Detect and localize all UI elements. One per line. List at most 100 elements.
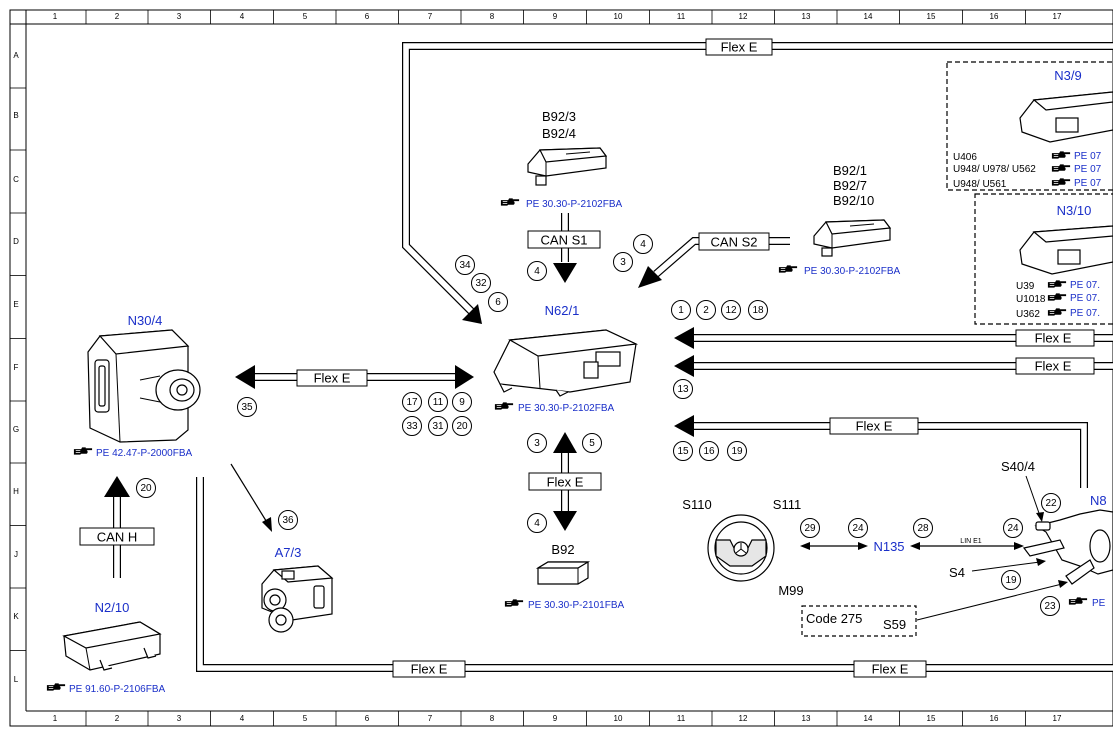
callout-c4a: 4 xyxy=(633,234,653,254)
a7-3-device xyxy=(261,565,334,633)
grid-row-label: B xyxy=(13,111,18,120)
grid-column-label: 1 xyxy=(53,12,58,21)
n30-4-label: N30/4 xyxy=(128,313,163,328)
grid-column-label: 9 xyxy=(553,12,558,21)
svg-text:11: 11 xyxy=(433,397,444,408)
svg-text:33: 33 xyxy=(406,421,418,432)
svg-text:13: 13 xyxy=(677,384,689,395)
n8-label: N8 xyxy=(1090,493,1107,508)
n3-9-ref-1[interactable]: PE 07 xyxy=(1051,150,1102,162)
code-275-box xyxy=(801,605,917,637)
grid-column-label: 16 xyxy=(990,12,999,21)
b92-1-ref[interactable]: PE 30.30-P-2102FBA xyxy=(778,264,901,277)
grid-column-label: 9 xyxy=(553,714,558,723)
b92-3-label: B92/3 xyxy=(542,109,576,124)
svg-text:PE 30.30-P-2102FBA: PE 30.30-P-2102FBA xyxy=(526,199,622,210)
ref-hand-icon xyxy=(778,264,798,274)
n3-10-u2: U1018 xyxy=(1016,294,1046,305)
b92-3-ref[interactable]: PE 30.30-P-2102FBA xyxy=(500,197,623,210)
svg-text:Flex E: Flex E xyxy=(721,40,758,55)
callout-c2: 2 xyxy=(696,300,716,320)
code-275-label: Code 275 xyxy=(806,611,862,626)
callout-c3b: 3 xyxy=(527,433,547,453)
grid-column-label: 12 xyxy=(739,714,748,723)
svg-text:PE 07: PE 07 xyxy=(1074,164,1102,175)
svg-text:3: 3 xyxy=(620,257,626,268)
grid-column-label: 14 xyxy=(864,714,873,723)
ref-hand-icon xyxy=(504,598,524,608)
grid-column-label: 4 xyxy=(240,714,245,723)
n3-9-ref-3[interactable]: PE 07 xyxy=(1051,177,1102,189)
svg-text:PE 07.: PE 07. xyxy=(1070,308,1100,319)
b92-10-label: B92/10 xyxy=(833,193,874,208)
svg-text:PE 07.: PE 07. xyxy=(1070,280,1100,291)
n3-10-ref-2[interactable]: PE 07. xyxy=(1047,292,1100,304)
callout-c24a: 24 xyxy=(848,518,868,538)
svg-text:28: 28 xyxy=(917,523,929,534)
n3-10-ref-3[interactable]: PE 07. xyxy=(1047,307,1100,319)
svg-text:PE 30.30-P-2102FBA: PE 30.30-P-2102FBA xyxy=(804,266,900,277)
n2-10-device xyxy=(62,621,162,671)
svg-text:4: 4 xyxy=(534,518,540,529)
n2-10-ref[interactable]: PE 91.60-P-2106FBA xyxy=(46,682,166,695)
b92-label: B92 xyxy=(551,542,574,557)
ref-hand-icon xyxy=(46,682,66,692)
callout-c11: 11 xyxy=(428,392,448,412)
steering-n135-arrow xyxy=(800,542,1024,550)
lin-e1-label: LIN E1 xyxy=(960,538,982,545)
svg-text:16: 16 xyxy=(703,446,715,457)
svg-text:PE 30.30-P-2101FBA: PE 30.30-P-2101FBA xyxy=(528,600,624,611)
n30-4-to-a7-3-line xyxy=(230,463,272,532)
n3-10-group-box xyxy=(974,193,1113,325)
ref-hand-icon xyxy=(494,401,514,411)
grid-column-label: 15 xyxy=(927,714,936,723)
n62-1-device xyxy=(493,329,639,397)
grid-column-label: 13 xyxy=(802,714,811,723)
n3-10-u3: U362 xyxy=(1016,309,1040,320)
svg-text:PE 07: PE 07 xyxy=(1074,178,1102,189)
n30-4-ref[interactable]: PE 42.47-P-2000FBA xyxy=(73,446,193,459)
flex-e-middle-label: Flex E xyxy=(296,369,368,387)
svg-text:19: 19 xyxy=(731,446,743,457)
n62-1-ref[interactable]: PE 30.30-P-2102FBA xyxy=(494,401,615,414)
m99-label: M99 xyxy=(778,583,803,598)
callout-c34: 34 xyxy=(455,255,475,275)
svg-text:22: 22 xyxy=(1045,498,1057,509)
grid-column-label: 17 xyxy=(1053,12,1062,21)
callout-c19a: 19 xyxy=(727,441,747,461)
callout-c20a: 20 xyxy=(452,416,472,436)
grid-row-label: L xyxy=(14,675,19,684)
svg-text:Flex E: Flex E xyxy=(872,662,909,677)
callout-c36: 36 xyxy=(278,510,298,530)
b92-ref[interactable]: PE 30.30-P-2101FBA xyxy=(504,598,625,611)
callout-c18: 18 xyxy=(748,300,768,320)
svg-text:PE 42.47-P-2000FBA: PE 42.47-P-2000FBA xyxy=(96,448,192,459)
grid-column-label: 7 xyxy=(428,714,433,723)
can-s2-label: CAN S2 xyxy=(698,232,770,251)
grid-column-label: 6 xyxy=(365,12,370,21)
flex-e-right-label-3: Flex E xyxy=(829,417,919,435)
svg-text:PE 30.30-P-2102FBA: PE 30.30-P-2102FBA xyxy=(518,403,614,414)
n3-9-ref-2[interactable]: PE 07 xyxy=(1051,163,1102,175)
s40-4-label: S40/4 xyxy=(1001,459,1035,474)
flex-e-right-cable-3 xyxy=(674,415,1088,488)
svg-text:4: 4 xyxy=(640,239,646,250)
flex-e-top-label: Flex E xyxy=(705,38,773,56)
svg-text:Flex E: Flex E xyxy=(1035,359,1072,374)
svg-text:19: 19 xyxy=(1005,575,1017,586)
callout-c29: 29 xyxy=(800,518,820,538)
svg-text:6: 6 xyxy=(495,297,501,308)
svg-text:Flex E: Flex E xyxy=(856,419,893,434)
grid-column-label: 3 xyxy=(177,714,182,723)
n8-leader-lines xyxy=(916,475,1068,621)
callout-c13: 13 xyxy=(673,379,693,399)
n3-10-ref-1[interactable]: PE 07. xyxy=(1047,279,1100,291)
svg-text:20: 20 xyxy=(456,421,468,432)
svg-text:2: 2 xyxy=(703,305,709,316)
flex-e-right-label-2: Flex E xyxy=(1015,357,1095,375)
grid-column-label: 2 xyxy=(115,12,120,21)
n8-ref[interactable]: PE xyxy=(1068,596,1106,609)
s4-label: S4 xyxy=(949,565,965,580)
